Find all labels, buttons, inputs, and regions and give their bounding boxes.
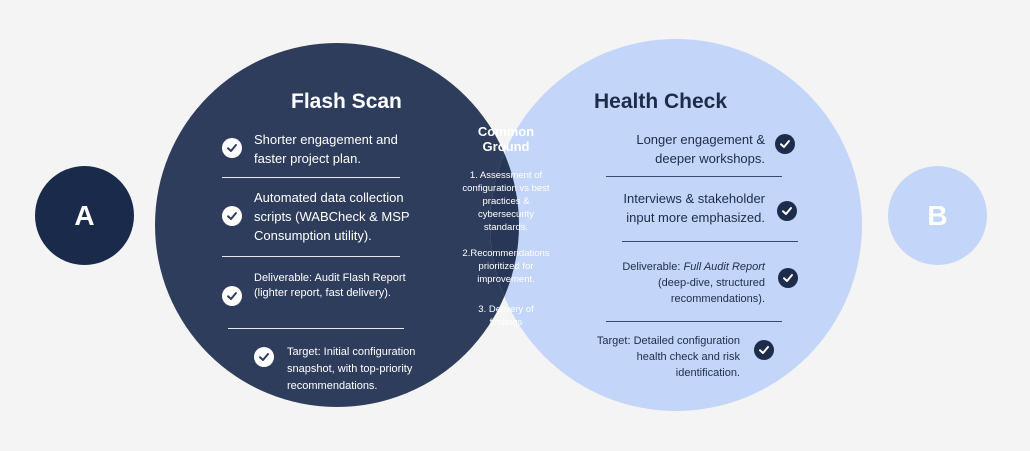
check-icon (777, 201, 797, 221)
divider (222, 256, 400, 257)
flash-scan-item-3: Deliverable: Audit Flash Report (lighter… (254, 272, 406, 299)
check-icon (222, 206, 242, 226)
badge-a: A (35, 166, 134, 265)
health-check-item-1: Longer engagement & deeper workshops. (636, 132, 765, 166)
health-check-title: Health Check (594, 90, 728, 113)
badge-a-label: A (74, 199, 95, 231)
divider (222, 177, 400, 178)
divider (606, 176, 782, 177)
check-icon (775, 134, 795, 154)
right-circle (490, 39, 862, 411)
flash-scan-item-1: Shorter engagement and faster project pl… (254, 132, 398, 166)
check-icon (754, 340, 774, 360)
badge-b-label: B (927, 199, 948, 231)
common-ground-point-2: 2.Recommendations prioritized for improv… (462, 248, 550, 285)
left-circle (155, 43, 519, 407)
common-ground-title: Common Ground (477, 124, 535, 154)
health-check-item-2: Interviews & stakeholder input more emph… (623, 191, 765, 225)
check-icon (222, 138, 242, 158)
flash-scan-title: Flash Scan (291, 90, 402, 113)
health-check-item-3: Deliverable: Full Audit Report (deep-div… (622, 261, 765, 305)
health-check-item-4: Target: Detailed configuration health ch… (596, 335, 740, 379)
flash-scan-item-4: Target: Initial configuration snapshot, … (287, 346, 416, 392)
badge-b: B (888, 166, 987, 265)
divider (606, 321, 782, 322)
common-ground-point-1: 1. Assessment of configuration vs best p… (462, 170, 550, 233)
check-icon (778, 268, 798, 288)
divider (622, 241, 798, 242)
check-icon (254, 347, 274, 367)
flash-scan-item-2: Automated data collection scripts (WABCh… (254, 190, 410, 243)
common-ground-point-3: 3. Delivery of findings (478, 304, 534, 328)
divider (228, 328, 404, 329)
check-icon (222, 286, 242, 306)
